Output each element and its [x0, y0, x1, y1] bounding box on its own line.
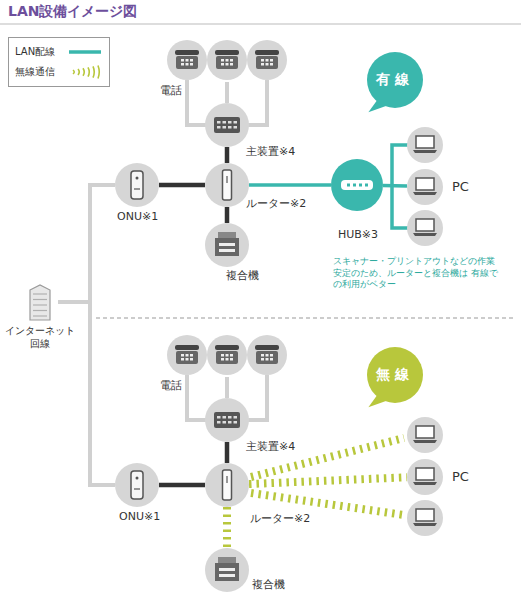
cable-link	[225, 82, 229, 103]
mode-bubble: 有線	[367, 52, 423, 108]
onu-node: ONU※1	[115, 463, 159, 507]
pc-group: PC	[407, 127, 443, 246]
lan-branch	[392, 145, 408, 186]
node-label: PC	[452, 179, 469, 195]
wireless-waves	[251, 493, 404, 515]
node-label: ルーター※2	[246, 197, 306, 211]
legend-wave-sample	[67, 65, 103, 79]
phone-wire	[248, 80, 267, 125]
onu-node: ONU※1	[115, 163, 159, 207]
bubble-text: 有線	[376, 71, 414, 89]
phone-group: 電話	[163, 38, 291, 82]
mfp-icon	[205, 548, 249, 592]
node-label: 主装置※4	[246, 145, 295, 159]
phone-wire	[248, 375, 267, 420]
printer-node: 複合機	[205, 548, 249, 592]
node-label: 電話	[160, 379, 182, 393]
cable-link	[58, 185, 115, 302]
mode-bubble: 無線	[367, 347, 423, 403]
wireless-link	[249, 477, 407, 484]
node-label: 複合機	[252, 578, 285, 592]
node-label: インターネット 回線	[0, 325, 80, 350]
hub-node: HUB※3	[331, 159, 383, 211]
phone-wire	[187, 80, 206, 125]
printer-node: 複合機	[205, 223, 249, 267]
cable-link	[225, 442, 230, 463]
router-icon	[205, 163, 249, 207]
router-node: ルーター※2	[205, 463, 249, 507]
node-label: HUB※3	[338, 228, 378, 242]
section-divider	[96, 318, 515, 319]
note-text: スキャナー・プリントアウトなどの作業 安定のため、ルーターと複合機は 有線での利…	[333, 256, 505, 291]
phones-icon	[163, 38, 291, 82]
legend-line-sample	[67, 45, 103, 59]
lan-branch	[392, 186, 408, 228]
mfp-icon	[205, 223, 249, 267]
main-icon	[205, 398, 249, 442]
cable-link	[159, 183, 205, 188]
cable-link	[225, 377, 229, 398]
node-label: ONU※1	[119, 510, 160, 524]
cable-link	[249, 183, 331, 187]
onu-icon	[115, 463, 159, 507]
legend-text: LAN配線	[15, 45, 67, 59]
node-label: PC	[452, 469, 469, 485]
cable-link	[225, 147, 230, 163]
router-node: ルーター※2	[205, 163, 249, 207]
cable-link	[159, 483, 205, 488]
legend-text: 無線通信	[15, 65, 67, 79]
diagram-title: LAN設備イメージ図	[8, 3, 137, 21]
node-label: ルーター※2	[250, 512, 310, 526]
main-icon	[205, 103, 249, 147]
internet-line-node: インターネット 回線	[22, 282, 58, 322]
node-label: 電話	[160, 84, 182, 98]
pc-group: PC	[407, 417, 443, 536]
legend-row: 無線通信	[9, 62, 109, 82]
hub-icon	[331, 159, 383, 211]
node-label: ONU※1	[117, 210, 158, 224]
main-unit-node: 主装置※4	[205, 398, 249, 442]
legend-row: LAN配線	[9, 42, 109, 62]
bubble-text: 無線	[376, 366, 414, 384]
title-rule	[0, 24, 521, 25]
phone-wire	[187, 375, 206, 420]
phone-group: 電話	[163, 333, 291, 377]
main-unit-node: 主装置※4	[205, 103, 249, 147]
wireless-link	[223, 507, 231, 548]
legend-box: LAN配線無線通信	[8, 37, 110, 87]
phones-icon	[163, 333, 291, 377]
node-label: 主装置※4	[246, 440, 295, 454]
pcs-icon	[407, 417, 443, 536]
router-icon	[205, 463, 249, 507]
cable-link	[383, 184, 407, 188]
pcs-icon	[407, 127, 443, 246]
cable-link	[225, 207, 230, 223]
node-label: 複合機	[226, 269, 259, 283]
building-icon	[22, 282, 58, 322]
onu-icon	[115, 163, 159, 207]
